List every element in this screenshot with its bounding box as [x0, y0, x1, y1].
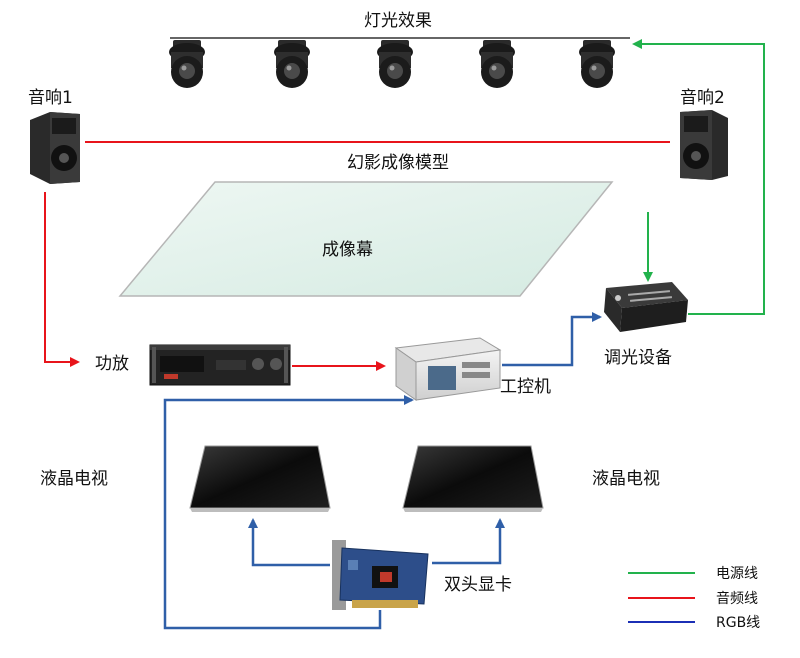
power-line-dimmer-to-lights [632, 39, 765, 315]
lcd-tv-left [189, 445, 331, 512]
lcd-tv-right-label: 液晶电视 [592, 469, 660, 489]
audio-line-speaker-to-amp [44, 192, 80, 367]
rgb-line-card-to-ipc [163, 395, 414, 630]
rgb-line-ipc-to-dimmer [502, 312, 602, 367]
graphics-card-label: 双头显卡 [444, 575, 512, 595]
lighting-effects-title: 灯光效果 [364, 11, 432, 31]
rgb-line-card-to-right-tv [432, 518, 505, 565]
ipc-label: 工控机 [500, 377, 551, 397]
amplifier [149, 344, 291, 386]
stage-light-4 [479, 40, 515, 88]
stage-lights [169, 40, 615, 88]
lcd-tv-right [402, 445, 544, 512]
amplifier-label: 功放 [95, 354, 129, 374]
speaker-1-label: 音响1 [28, 88, 73, 108]
rgb-line-card-to-left-tv [248, 518, 330, 567]
lcd-tv-left-label: 液晶电视 [40, 469, 108, 489]
legend-label-rgb: RGB线 [716, 615, 760, 631]
imaging-screen-label: 成像幕 [322, 240, 373, 260]
speaker-1 [30, 112, 80, 184]
stage-light-2 [274, 40, 310, 88]
dimmer-device [604, 282, 688, 332]
stage-light-5 [579, 40, 615, 88]
dimmer-label: 调光设备 [604, 348, 672, 368]
legend-label-audio: 音频线 [716, 590, 758, 607]
stage-light-1 [169, 40, 205, 88]
imaging-screen [118, 181, 614, 297]
speaker-2-label: 音响2 [680, 88, 725, 108]
stage-light-3 [377, 40, 413, 88]
speaker-2 [680, 110, 728, 180]
legend-label-power: 电源线 [716, 566, 758, 582]
industrial-pc [394, 337, 502, 401]
phantom-model-label: 幻影成像模型 [347, 153, 449, 173]
dual-head-graphics-card [332, 540, 429, 610]
